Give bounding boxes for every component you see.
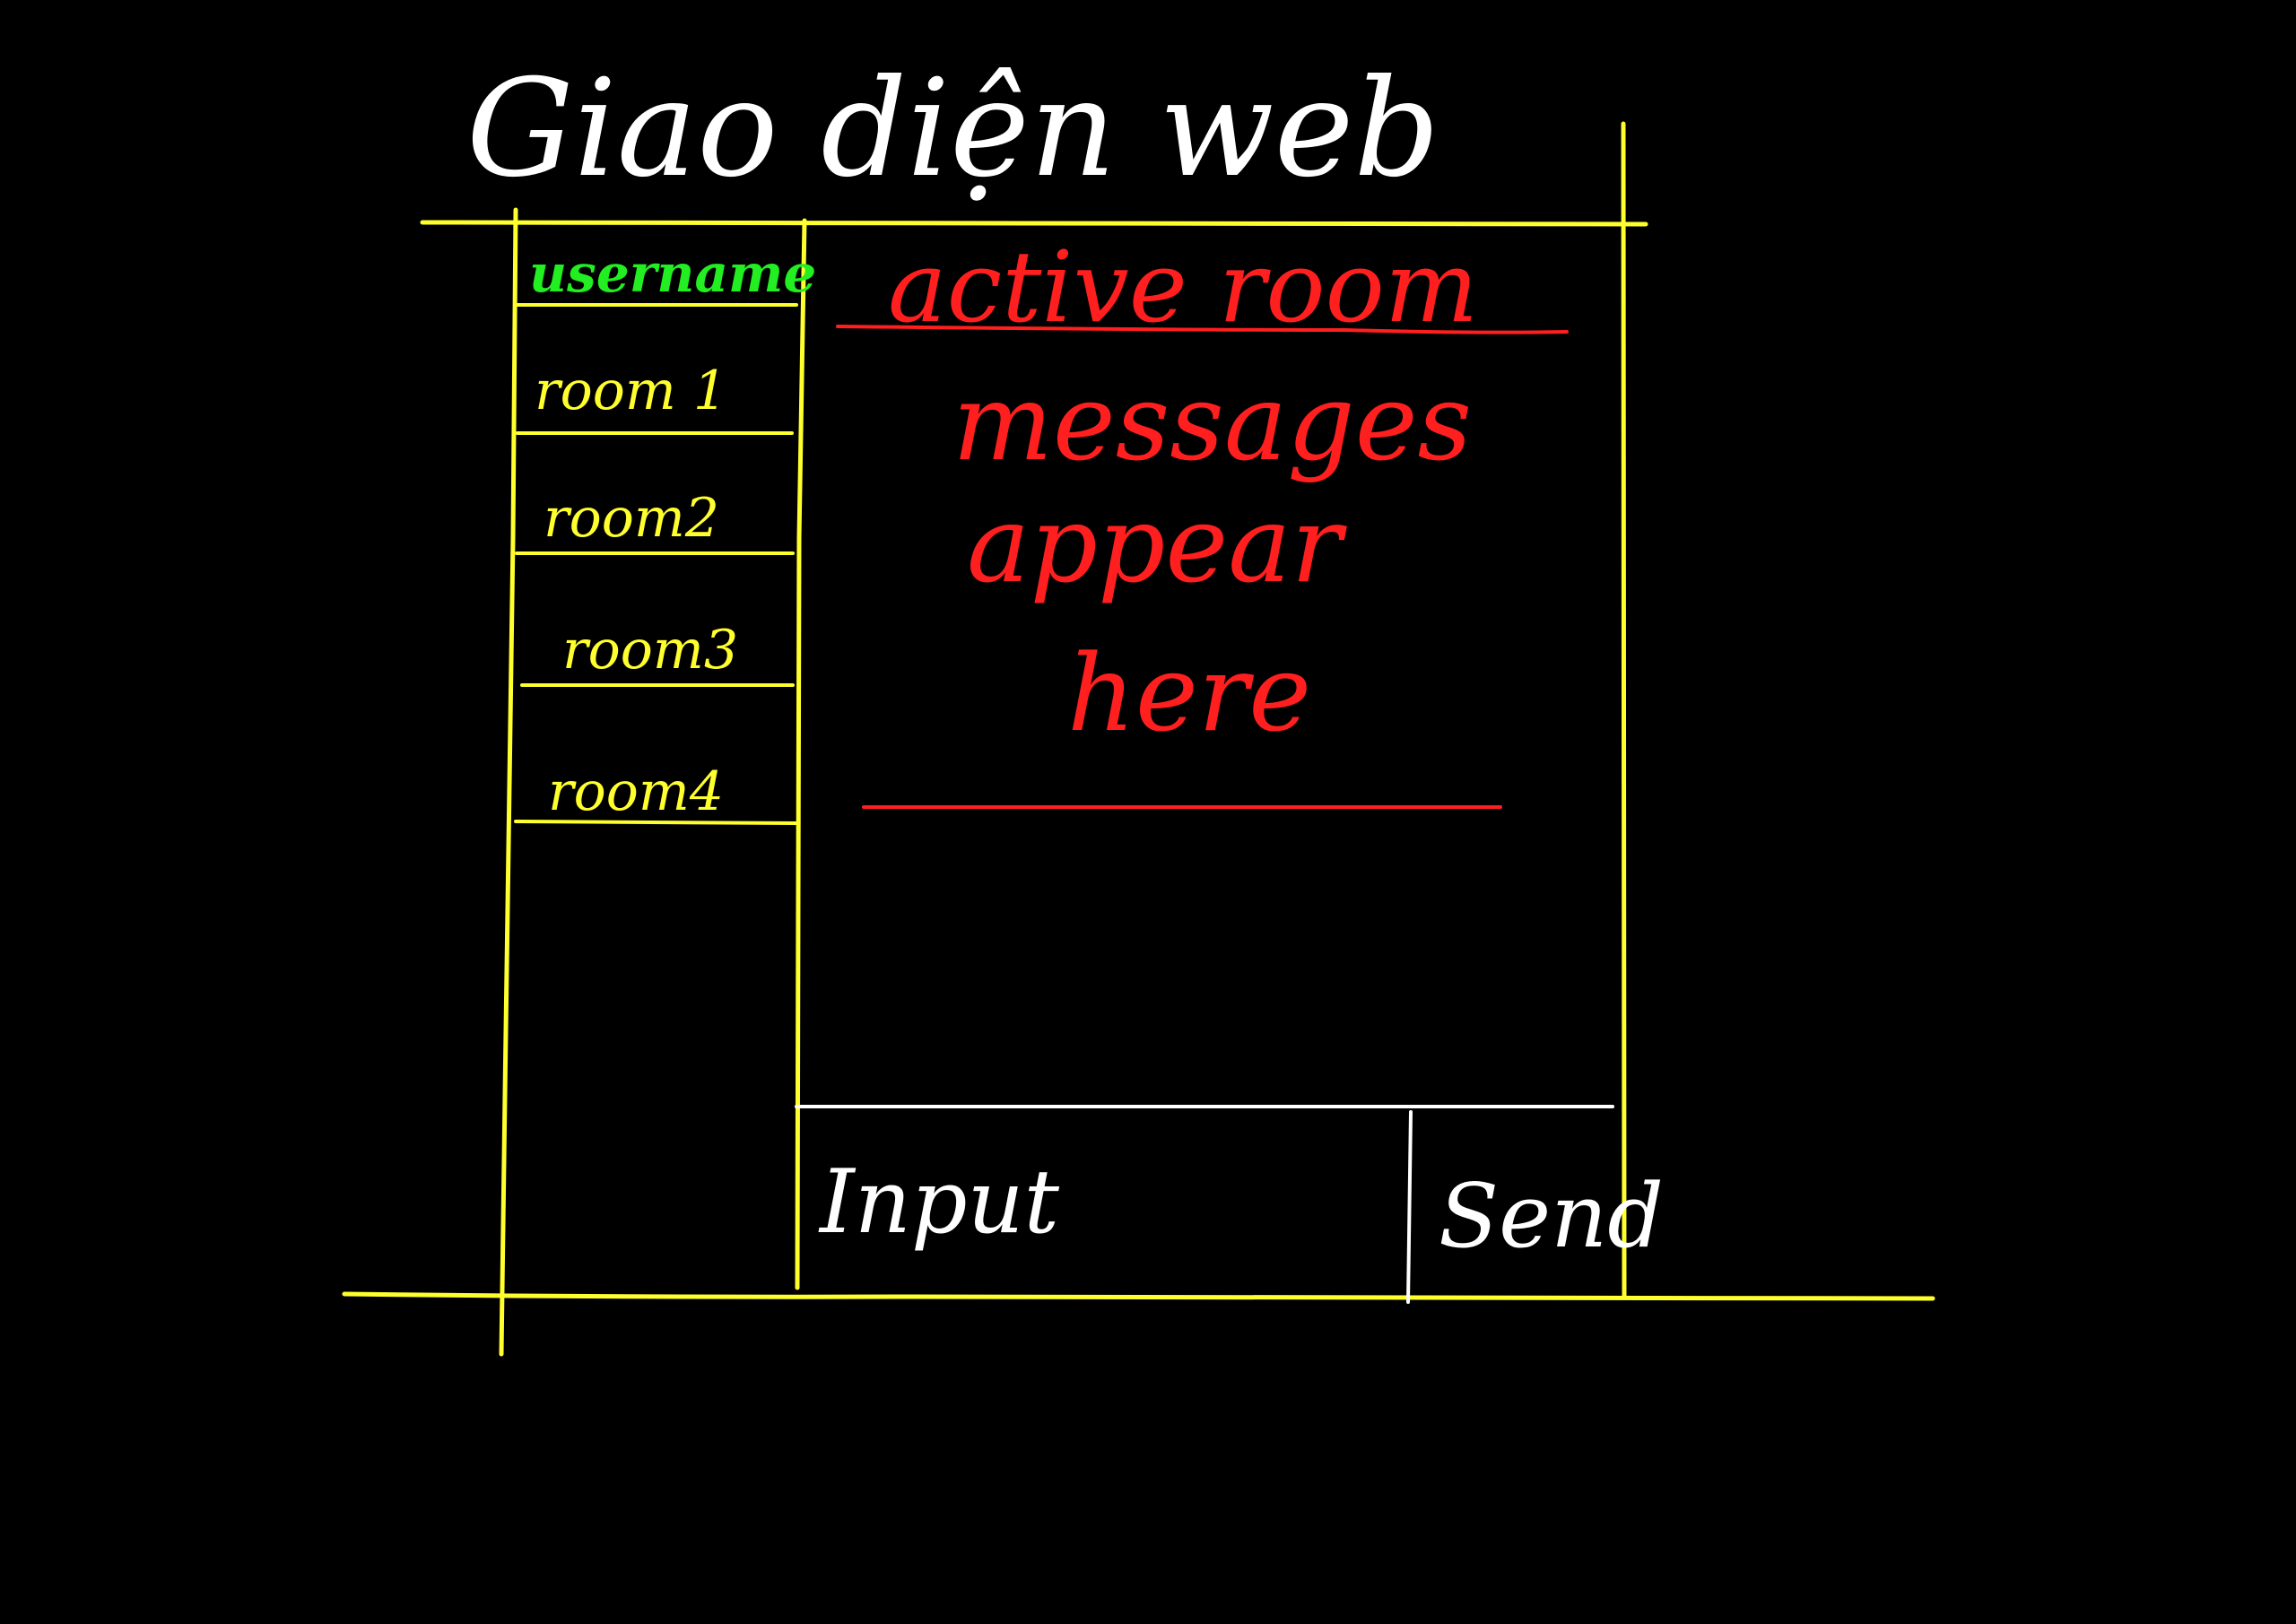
- send-button-label: Send: [1439, 1166, 1664, 1268]
- sidebar: username room 1 room2 room3 room4: [514, 243, 816, 825]
- sidebar-item-room-3[interactable]: room3: [520, 619, 795, 687]
- active-room-title: active room: [888, 230, 1478, 344]
- message-input[interactable]: Input: [818, 1151, 1060, 1254]
- sidebar-item-room-1[interactable]: room 1: [516, 360, 794, 435]
- chat-panel: active room messages appear here: [836, 230, 1569, 809]
- sidebar-divider: [514, 820, 798, 825]
- sidebar-item-label: room 1: [535, 360, 727, 422]
- message-input-label: Input: [818, 1151, 1060, 1254]
- frame-right-border: [1621, 121, 1627, 1299]
- sidebar-item-room-4[interactable]: room4: [514, 760, 798, 825]
- messages-placeholder-line: messages: [952, 360, 1472, 484]
- frame-bottom-border: [342, 1291, 1935, 1301]
- sidebar-left-border: [499, 207, 518, 1357]
- page-title: Giao diện web: [466, 51, 1439, 207]
- messages-area: messages appear here: [952, 360, 1472, 755]
- sidebar-item-label: room3: [562, 619, 738, 682]
- active-room-underline: [836, 325, 1569, 334]
- composer-divider: [1406, 1110, 1413, 1304]
- send-button[interactable]: Send: [1439, 1166, 1664, 1268]
- app-frame: [342, 121, 1935, 1357]
- messages-placeholder-line: appear: [967, 482, 1348, 606]
- sidebar-right-border: [795, 218, 807, 1290]
- sidebar-item-label: room2: [544, 487, 719, 550]
- composer: Input Send: [795, 1105, 1664, 1304]
- frame-top-border: [420, 220, 1648, 227]
- sidebar-item-room-2[interactable]: room2: [515, 487, 795, 555]
- messages-placeholder-line: here: [1067, 631, 1311, 755]
- username-label: username: [529, 243, 816, 304]
- sidebar-item-label: room4: [548, 760, 724, 823]
